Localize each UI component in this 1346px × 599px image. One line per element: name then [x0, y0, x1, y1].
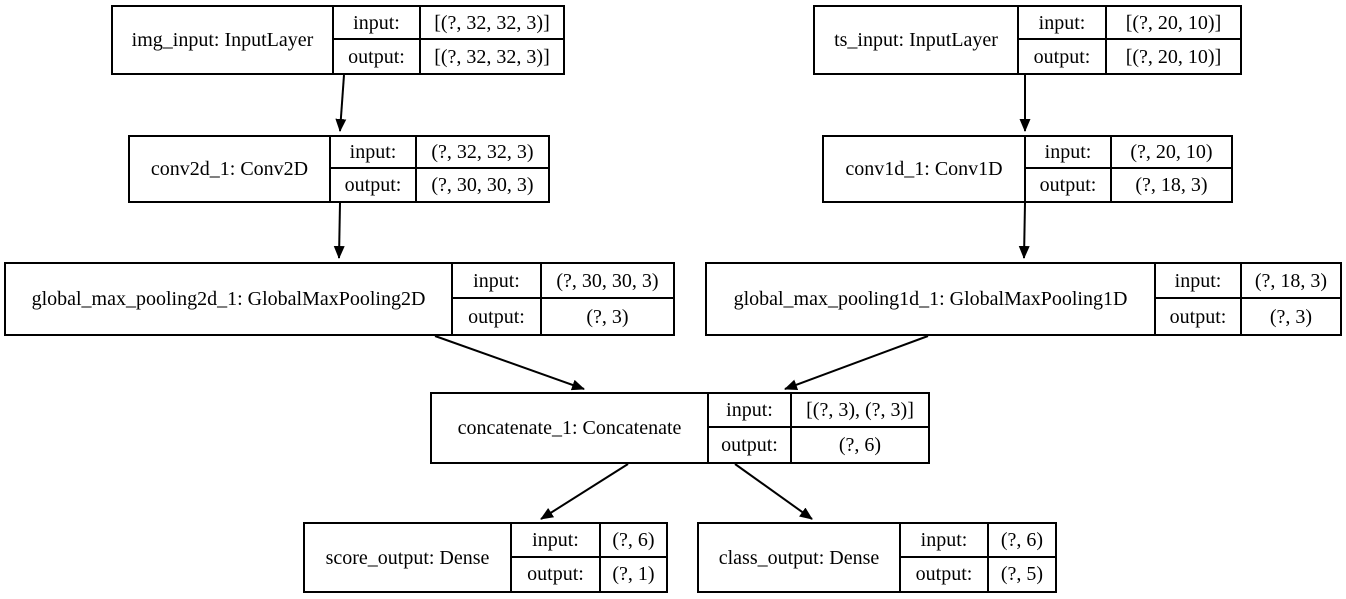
input-shape: (?, 30, 30, 3) — [540, 264, 673, 299]
input-key: input: — [329, 137, 415, 169]
layer-name: img_input: InputLayer — [131, 29, 314, 51]
layer-name: global_max_pooling2d_1: GlobalMaxPooling… — [31, 288, 426, 310]
input-key: input: — [1024, 137, 1110, 169]
input-shape: (?, 6) — [987, 524, 1055, 558]
output-key: output: — [707, 428, 790, 462]
input-key: input: — [451, 264, 540, 299]
edge-concatenate_1-class_output — [734, 463, 813, 520]
input-key: input: — [510, 524, 599, 558]
output-key: output: — [899, 557, 987, 591]
input-shape: [(?, 32, 32, 3)] — [419, 7, 563, 40]
output-shape: (?, 3) — [540, 299, 673, 334]
input-shape: (?, 20, 10) — [1110, 137, 1231, 169]
output-key: output: — [1017, 40, 1105, 73]
output-key: output: — [332, 40, 419, 73]
node-score_output: score_output: Dense input: (?, 6) output… — [303, 522, 668, 593]
node-conv2d_1: conv2d_1: Conv2D input: (?, 32, 32, 3) o… — [128, 135, 550, 203]
layer-name: global_max_pooling1d_1: GlobalMaxPooling… — [733, 288, 1128, 310]
layer-name: concatenate_1: Concatenate — [457, 417, 682, 439]
node-concatenate_1: concatenate_1: Concatenate input: [(?, 3… — [430, 392, 930, 464]
input-shape: [(?, 3), (?, 3)] — [790, 394, 928, 428]
edge-global_max_pooling1d_1-concatenate_1 — [784, 335, 929, 390]
output-shape: (?, 5) — [987, 557, 1055, 591]
edge-img_input-conv2d_1 — [335, 74, 347, 132]
edge-global_max_pooling2d_1-concatenate_1 — [434, 335, 585, 391]
input-shape: (?, 6) — [599, 524, 666, 558]
input-key: input: — [332, 7, 419, 40]
output-key: output: — [451, 299, 540, 334]
input-shape: (?, 32, 32, 3) — [415, 137, 548, 169]
node-img_input: img_input: InputLayer input: [(?, 32, 32… — [111, 5, 565, 75]
input-key: input: — [899, 524, 987, 558]
output-shape: (?, 6) — [790, 428, 928, 462]
input-shape: (?, 18, 3) — [1240, 264, 1340, 299]
input-key: input: — [707, 394, 790, 428]
input-key: input: — [1154, 264, 1240, 299]
layer-name: score_output: Dense — [325, 546, 490, 569]
node-global_max_pooling1d_1: global_max_pooling1d_1: GlobalMaxPooling… — [705, 262, 1342, 336]
output-key: output: — [510, 557, 599, 591]
output-shape: (?, 30, 30, 3) — [415, 169, 548, 201]
output-key: output: — [1024, 169, 1110, 201]
output-shape: (?, 3) — [1240, 299, 1340, 334]
edge-concatenate_1-score_output — [540, 463, 629, 520]
node-conv1d_1: conv1d_1: Conv1D input: (?, 20, 10) outp… — [822, 135, 1233, 203]
node-global_max_pooling2d_1: global_max_pooling2d_1: GlobalMaxPooling… — [4, 262, 675, 336]
output-shape: [(?, 20, 10)] — [1105, 40, 1240, 73]
output-shape: (?, 1) — [599, 557, 666, 591]
layer-name: conv1d_1: Conv1D — [845, 158, 1003, 180]
output-key: output: — [329, 169, 415, 201]
edge-conv1d_1-global_max_pooling1d_1 — [1018, 202, 1030, 259]
layer-name: class_output: Dense — [718, 546, 880, 569]
node-class_output: class_output: Dense input: (?, 6) output… — [697, 522, 1057, 593]
output-shape: (?, 18, 3) — [1110, 169, 1231, 201]
output-shape: [(?, 32, 32, 3)] — [419, 40, 563, 73]
layer-name: conv2d_1: Conv2D — [150, 158, 309, 180]
edge-conv2d_1-global_max_pooling2d_1 — [333, 202, 345, 259]
node-ts_input: ts_input: InputLayer input: [(?, 20, 10)… — [813, 5, 1242, 75]
input-key: input: — [1017, 7, 1105, 40]
output-key: output: — [1154, 299, 1240, 334]
input-shape: [(?, 20, 10)] — [1105, 7, 1240, 40]
layer-name: ts_input: InputLayer — [834, 29, 998, 51]
